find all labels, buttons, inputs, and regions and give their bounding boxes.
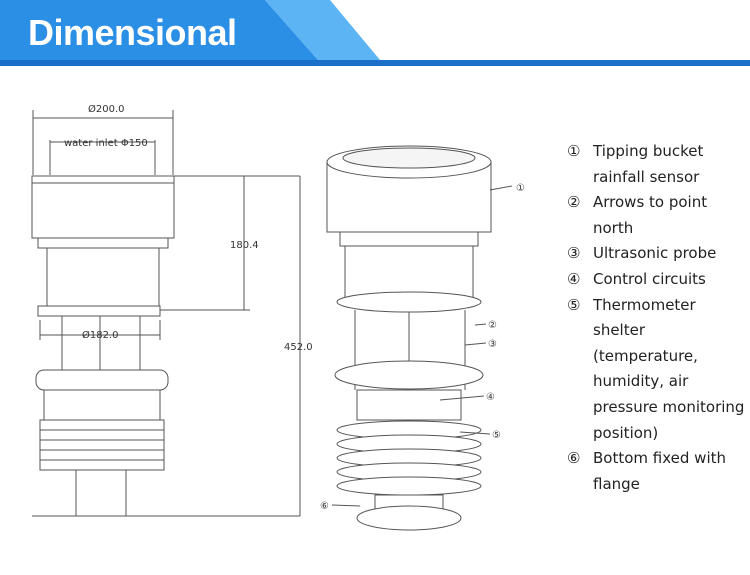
callout-6: ⑥ <box>320 501 329 512</box>
dim-total-height: 452.0 <box>284 342 313 353</box>
legend-number: ③ <box>567 244 581 263</box>
legend-label: Control circuits <box>593 269 706 288</box>
page-title: Dimensional <box>28 12 237 53</box>
legend-item: ③ Ultrasonic probe <box>567 241 747 267</box>
legend-item: ④ Control circuits <box>567 267 747 293</box>
callout-1: ① <box>516 183 525 194</box>
legend-item: ⑥ Bottom fixed with flange <box>567 446 747 497</box>
legend-label: Bottom fixed with flange <box>593 449 726 493</box>
legend-number: ⑥ <box>567 449 581 468</box>
dim-upper-height: 180.4 <box>230 240 259 251</box>
header-banner <box>0 0 750 66</box>
legend-number: ⑤ <box>567 295 581 314</box>
banner-underline <box>0 60 750 66</box>
banner-shape <box>0 0 750 66</box>
legend-item: ① Tipping bucket rainfall sensor <box>567 139 747 190</box>
legend-label: Tipping bucket rainfall sensor <box>593 142 704 186</box>
legend-label: Ultrasonic probe <box>593 244 717 263</box>
callout-leaders <box>331 185 513 507</box>
legend-item: ⑤ Thermometer shelter (temperature, humi… <box>567 293 747 447</box>
legend-number: ④ <box>567 269 581 288</box>
side-view-outline <box>31 110 301 517</box>
dim-shelter-diameter: Ø182.0 <box>82 329 119 341</box>
legend-label: Thermometer shelter (temperature, humidi… <box>593 295 745 442</box>
dim-top-diameter: Ø200.0 <box>88 103 125 115</box>
3d-view-outline <box>326 145 492 531</box>
legend-number: ② <box>567 193 581 212</box>
legend-label: Arrows to point north <box>593 193 708 237</box>
callout-2: ② <box>488 320 497 331</box>
legend-item: ② Arrows to point north <box>567 190 747 241</box>
legend-number: ① <box>567 142 581 160</box>
component-legend: ① Tipping bucket rainfall sensor ② Arrow… <box>567 139 747 497</box>
dim-water-inlet: water inlet Φ150 <box>64 138 148 149</box>
callout-4: ④ <box>486 392 495 403</box>
callout-3: ③ <box>488 339 497 350</box>
banner-accent <box>265 0 380 60</box>
callout-5: ⑤ <box>492 430 501 441</box>
